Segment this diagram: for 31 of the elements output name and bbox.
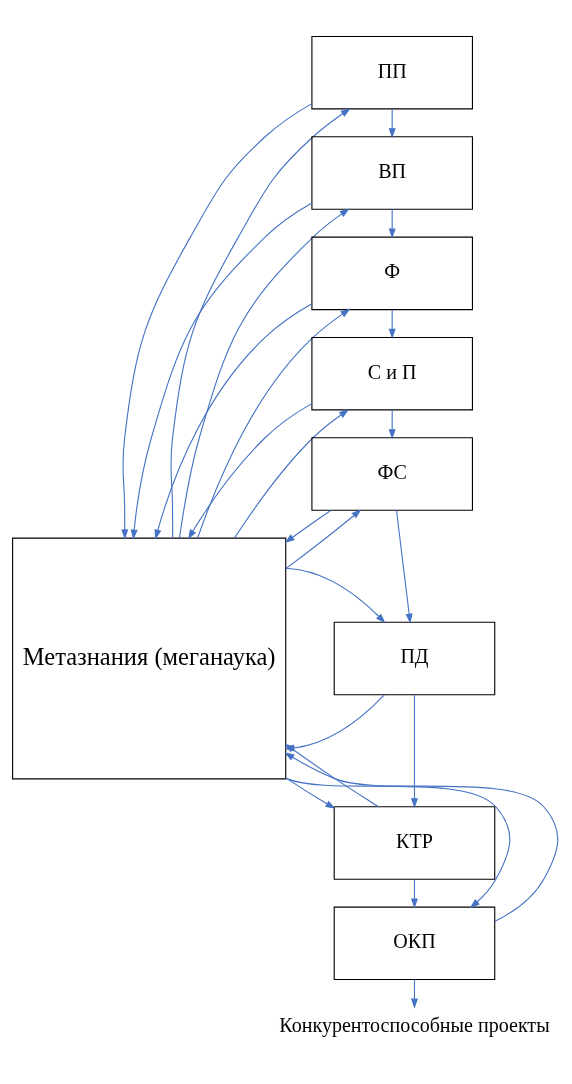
node-box: ФС (311, 437, 473, 511)
node-box: КТР (333, 806, 496, 880)
arrow (410, 979, 418, 1009)
arrow (285, 567, 386, 624)
arrow (388, 108, 396, 139)
arrow (388, 209, 396, 239)
arrow (285, 509, 362, 570)
node-box: ВП (311, 136, 473, 210)
node-box: Ф (311, 236, 473, 311)
node-box: ОКП (333, 906, 496, 981)
node-box: ПД (333, 621, 496, 696)
arrow (197, 308, 351, 539)
arrow (285, 777, 511, 909)
arrow (178, 208, 350, 539)
arrow (284, 509, 332, 543)
arrow (121, 103, 313, 540)
arrow (388, 309, 396, 339)
node-text: Конкурентоспособные проекты (279, 1014, 550, 1037)
arrow (154, 303, 313, 540)
arrow (395, 509, 413, 624)
arrow (233, 409, 350, 539)
node-box: Метазнания (меганаука) (12, 537, 287, 780)
arrow (130, 202, 313, 540)
arrow (284, 752, 559, 922)
arrow (410, 878, 418, 909)
arrow (170, 108, 351, 539)
node-box: С и П (311, 336, 473, 411)
arrow (410, 694, 418, 809)
arrow (187, 403, 313, 540)
node-box: ПП (311, 35, 473, 110)
arrow (388, 409, 396, 440)
